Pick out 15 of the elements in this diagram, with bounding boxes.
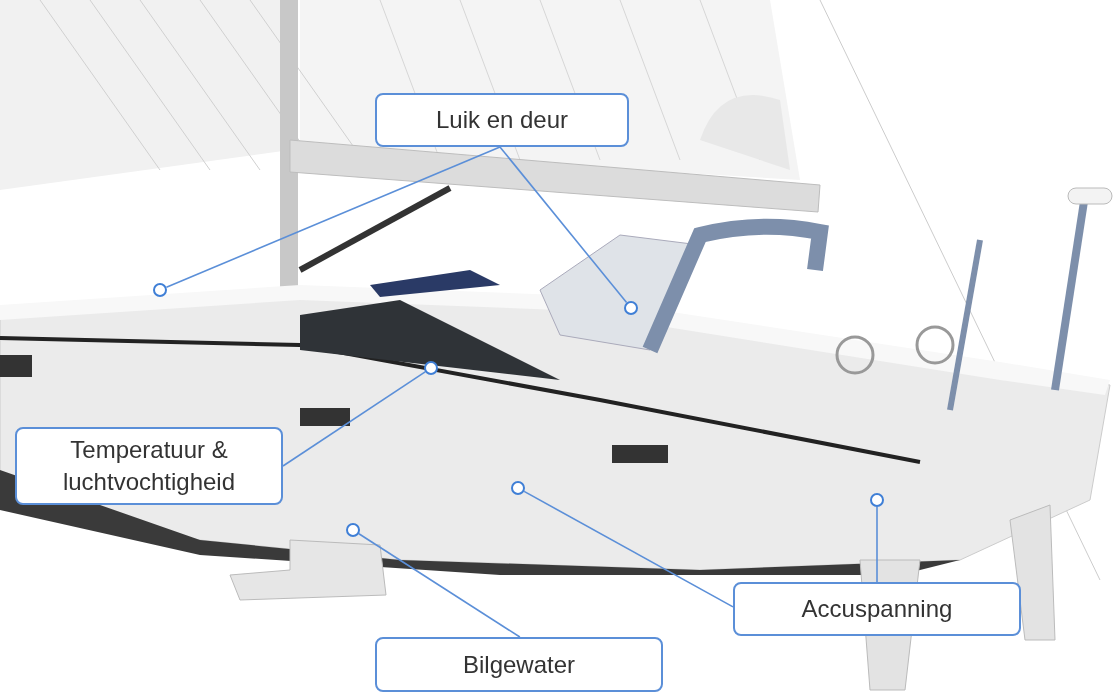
sensor-dot <box>153 283 167 297</box>
leader-line <box>165 146 501 289</box>
callout-box <box>375 637 663 692</box>
callout-label: Luik en deur <box>435 105 569 135</box>
leader-line <box>358 533 521 638</box>
callout-label: Accuspanning <box>801 594 953 624</box>
callout-label: Temperatuur & luchtvochtigheid <box>61 435 237 497</box>
leader-line <box>499 146 628 304</box>
leader-line <box>282 371 426 467</box>
callout-box <box>733 582 1021 636</box>
callout-box <box>375 93 629 147</box>
leader-line <box>876 506 878 583</box>
leader-line <box>523 490 734 608</box>
callout-box <box>15 427 283 505</box>
callout-label: Bilgewater <box>462 649 576 680</box>
